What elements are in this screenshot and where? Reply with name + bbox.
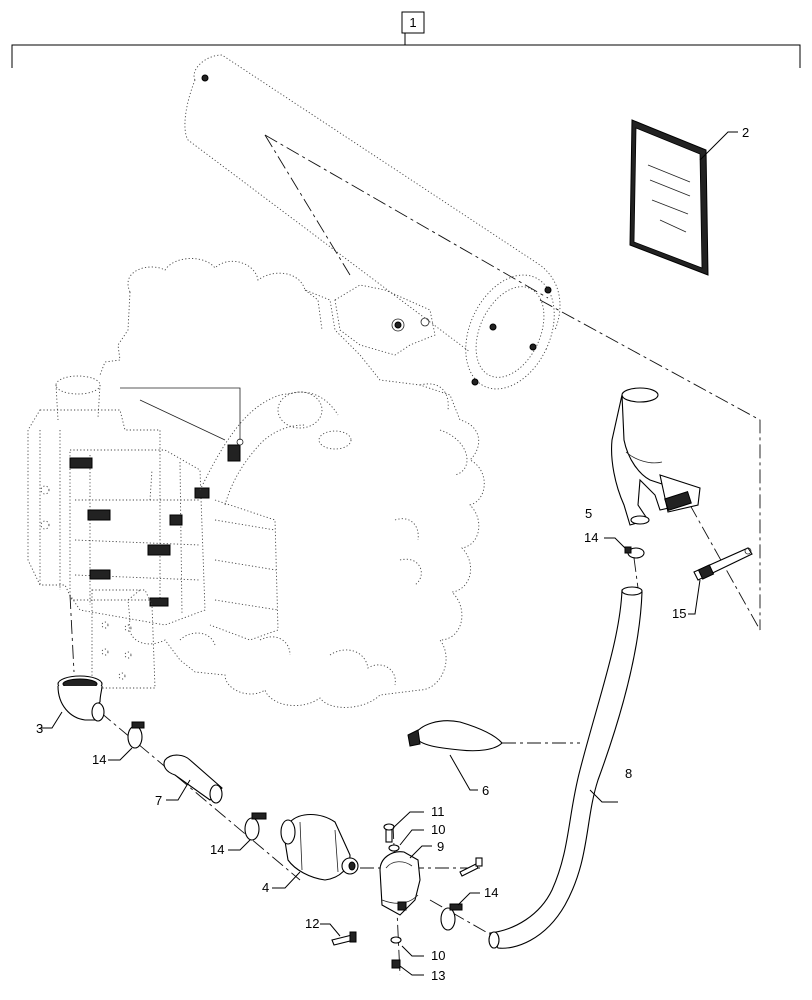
washer-10b [390,936,424,957]
strap-6 [407,720,503,791]
callout-10a: 10 [431,822,445,837]
callout-6: 6 [482,783,489,798]
bolt-12 [320,923,357,946]
callout-11: 11 [431,804,445,819]
elbow-3 [40,675,105,729]
callout-2: 2 [742,125,749,140]
callout-14d: 14 [584,530,598,545]
aftertreatment-ghost [27,375,352,689]
callout-7: 7 [155,793,162,808]
manual-booklet [629,119,738,276]
sensor-part-15 [688,547,753,615]
clamp-14a [108,721,145,761]
assembly-lines [69,134,761,976]
muffler-ghost [184,54,561,390]
callout-8: 8 [625,766,632,781]
callout-9: 9 [437,839,444,854]
engine-ghost-outline [99,258,485,708]
callout-12: 12 [305,916,319,931]
callout-labels: 2 3 4 5 6 7 8 9 10 10 11 12 13 14 14 14 … [36,125,749,983]
callout-5: 5 [585,506,592,521]
main-callout-label: 1 [409,15,416,30]
clamp-14c [440,892,480,931]
callout-4: 4 [262,880,269,895]
callout-15: 15 [672,606,686,621]
assembly-bracket: 1 [11,11,801,68]
hose-7 [163,754,223,804]
washer-10a [388,829,424,852]
bolt-11 [383,811,424,843]
callout-13: 13 [431,968,445,983]
callout-14b: 14 [210,842,224,857]
bracket-9 [379,845,432,916]
callout-10b: 10 [431,948,445,963]
clamp-14d [604,537,645,559]
filter-4 [272,813,359,889]
callout-3: 3 [36,721,43,736]
hose-8 [488,586,643,949]
nut-13 [391,959,424,976]
main-callout-box [401,11,425,34]
y-pipe [611,387,701,526]
callout-14a: 14 [92,752,106,767]
clamp-14b [228,812,267,851]
stud-right [459,857,483,877]
callout-14c: 14 [484,885,498,900]
